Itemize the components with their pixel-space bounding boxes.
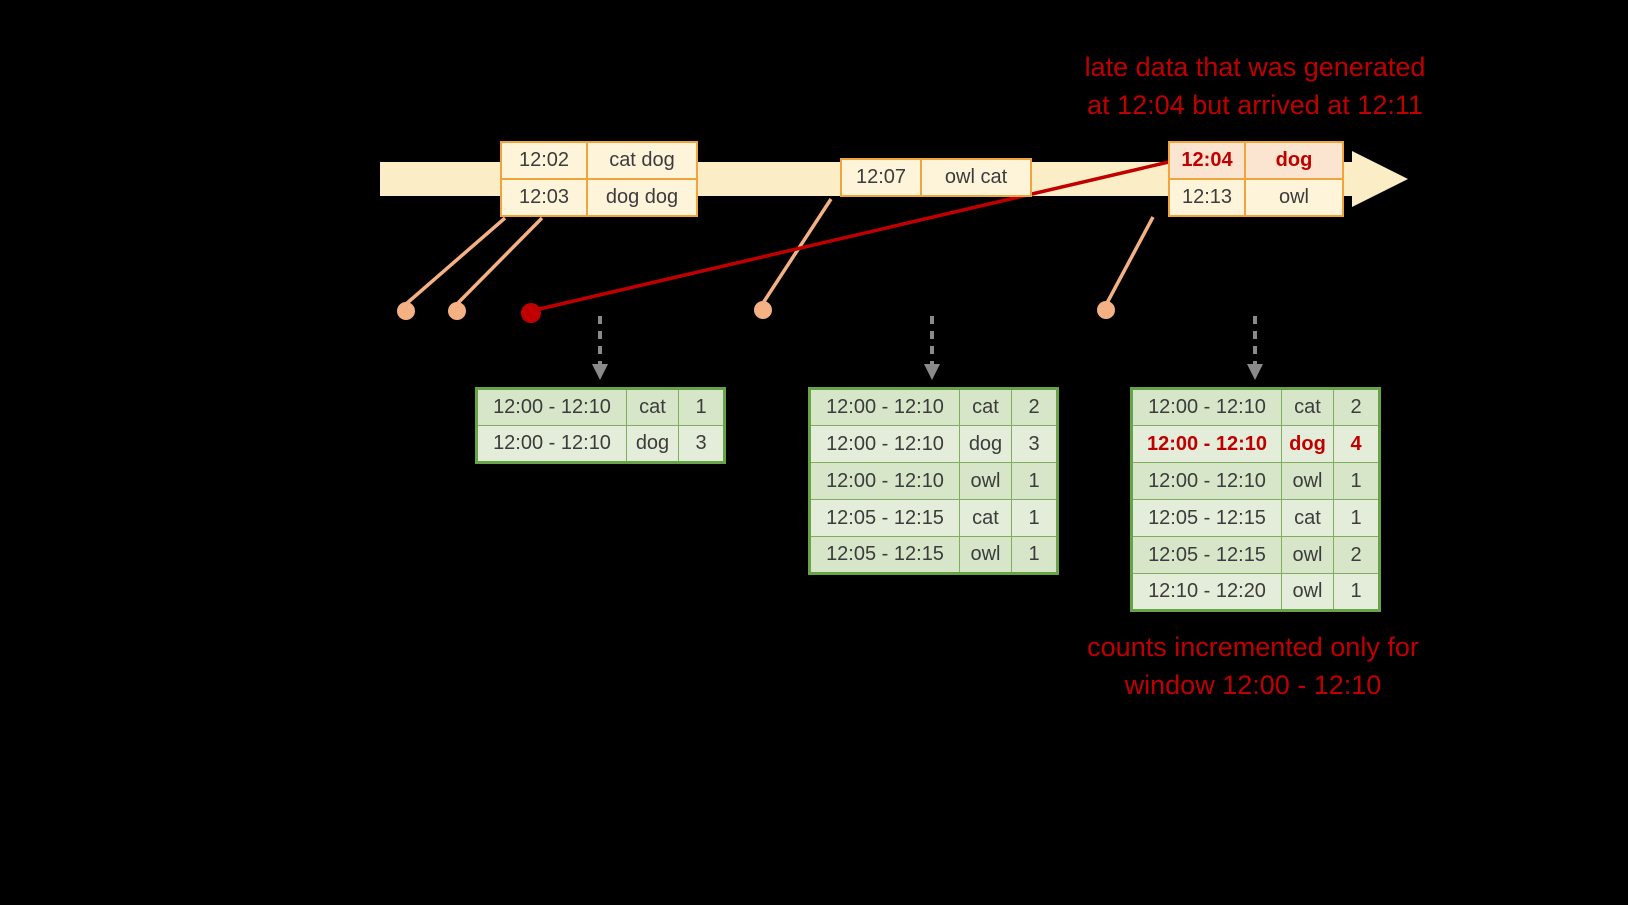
late-data-annotation-line1: late data that was generated <box>1084 52 1426 82</box>
leader-line-1202 <box>404 216 507 306</box>
result-table-2: 12:00 - 12:10 cat 2 12:00 - 12:10 dog 3 … <box>808 387 1059 575</box>
event-time: 12:02 <box>500 141 588 180</box>
late-data-annotation: late data that was generated at 12:04 bu… <box>1035 48 1475 124</box>
event-time: 12:03 <box>500 178 588 217</box>
result-word: cat <box>1281 388 1334 426</box>
event-words-late: dog <box>1244 141 1344 180</box>
counts-annotation: counts incremented only for window 12:00… <box>1033 628 1473 704</box>
result-row: 12:05 - 12:15 owl 1 <box>809 536 1058 574</box>
result-word: dog <box>1281 425 1334 463</box>
result-window: 12:00 - 12:10 <box>809 462 960 500</box>
result-count: 1 <box>1333 462 1380 500</box>
result-window: 12:00 - 12:10 <box>1131 388 1282 426</box>
result-word: cat <box>1281 499 1334 537</box>
counts-annotation-line2: window 12:00 - 12:10 <box>1124 670 1382 700</box>
event-words: owl cat <box>920 158 1032 197</box>
late-data-annotation-line2: at 12:04 but arrived at 12:11 <box>1087 90 1423 120</box>
result-word: owl <box>1281 462 1334 500</box>
result-word: cat <box>959 388 1012 426</box>
result-word: owl <box>1281 536 1334 574</box>
result-window: 12:00 - 12:10 <box>1131 425 1282 463</box>
result-word: dog <box>626 425 679 463</box>
result-row: 12:05 - 12:15 owl 2 <box>1131 536 1380 574</box>
leader-line-1207 <box>761 198 833 304</box>
result-row: 12:00 - 12:10 dog 3 <box>809 425 1058 463</box>
result-count: 3 <box>678 425 725 463</box>
timeline-dot <box>1097 301 1115 319</box>
timeline-dot <box>448 302 466 320</box>
event-row: 12:02 cat dog <box>500 141 698 180</box>
event-words: dog dog <box>586 178 698 217</box>
result-row: 12:00 - 12:10 cat 2 <box>809 388 1058 426</box>
result-count: 1 <box>1333 573 1380 611</box>
result-row: 12:00 - 12:10 dog 3 <box>476 425 725 463</box>
result-count: 3 <box>1011 425 1058 463</box>
counts-annotation-line1: counts incremented only for <box>1087 632 1419 662</box>
result-count: 2 <box>1333 388 1380 426</box>
result-word: owl <box>1281 573 1334 611</box>
late-data-dot <box>521 303 541 323</box>
event-words: cat dog <box>586 141 698 180</box>
result-window: 12:05 - 12:15 <box>1131 499 1282 537</box>
result-row: 12:00 - 12:10 owl 1 <box>1131 462 1380 500</box>
result-count: 1 <box>1011 499 1058 537</box>
event-row: 12:13 owl <box>1168 178 1344 217</box>
result-window: 12:05 - 12:15 <box>809 536 960 574</box>
timeline-dot <box>397 302 415 320</box>
result-count: 1 <box>1011 536 1058 574</box>
result-word: owl <box>959 536 1012 574</box>
result-row: 12:05 - 12:15 cat 1 <box>809 499 1058 537</box>
result-count: 2 <box>1011 388 1058 426</box>
result-count: 2 <box>1333 536 1380 574</box>
result-window: 12:00 - 12:10 <box>476 388 627 426</box>
result-count: 1 <box>1011 462 1058 500</box>
event-row: 12:03 dog dog <box>500 178 698 217</box>
leader-line-1213 <box>1105 216 1155 304</box>
event-time: 12:07 <box>840 158 922 197</box>
result-count: 1 <box>1333 499 1380 537</box>
timeline-arrow-head <box>1352 151 1408 207</box>
result-window: 12:10 - 12:20 <box>1131 573 1282 611</box>
event-time: 12:13 <box>1168 178 1246 217</box>
event-row: 12:07 owl cat <box>840 158 1032 197</box>
result-word: dog <box>959 425 1012 463</box>
result-window: 12:00 - 12:10 <box>809 425 960 463</box>
event-table-3: 12:04 dog 12:13 owl <box>1168 141 1344 217</box>
result-table-3: 12:00 - 12:10 cat 2 12:00 - 12:10 dog 4 … <box>1130 387 1381 612</box>
event-time-late: 12:04 <box>1168 141 1246 180</box>
leader-line-1203 <box>455 216 544 306</box>
event-table-1: 12:02 cat dog 12:03 dog dog <box>500 141 698 217</box>
result-table-1: 12:00 - 12:10 cat 1 12:00 - 12:10 dog 3 <box>475 387 726 464</box>
result-window: 12:05 - 12:15 <box>809 499 960 537</box>
result-count: 1 <box>678 388 725 426</box>
result-window: 12:00 - 12:10 <box>476 425 627 463</box>
result-row: 12:00 - 12:10 cat 1 <box>476 388 725 426</box>
result-row: 12:10 - 12:20 owl 1 <box>1131 573 1380 611</box>
result-window: 12:05 - 12:15 <box>1131 536 1282 574</box>
result-word: cat <box>959 499 1012 537</box>
timeline-dot <box>754 301 772 319</box>
result-window: 12:00 - 12:10 <box>809 388 960 426</box>
result-word: owl <box>959 462 1012 500</box>
result-row: 12:00 - 12:10 owl 1 <box>809 462 1058 500</box>
result-window: 12:00 - 12:10 <box>1131 462 1282 500</box>
event-table-2: 12:07 owl cat <box>840 158 1032 197</box>
result-row: 12:00 - 12:10 cat 2 <box>1131 388 1380 426</box>
event-words: owl <box>1244 178 1344 217</box>
event-row-late: 12:04 dog <box>1168 141 1344 180</box>
result-row: 12:05 - 12:15 cat 1 <box>1131 499 1380 537</box>
result-count: 4 <box>1333 425 1380 463</box>
result-row-updated: 12:00 - 12:10 dog 4 <box>1131 425 1380 463</box>
result-word: cat <box>626 388 679 426</box>
